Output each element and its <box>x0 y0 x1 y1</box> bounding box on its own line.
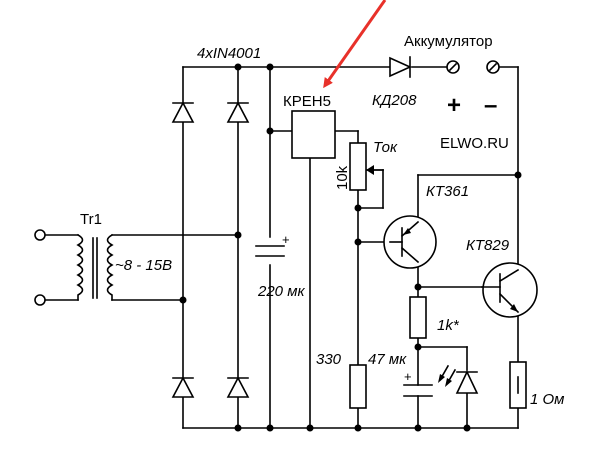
capacitor-small: + <box>403 369 433 397</box>
label-voltage: ~8 - 15В <box>115 257 172 274</box>
label-site: ELWO.RU <box>440 135 509 152</box>
label-cap-small: 47 мк <box>368 351 407 368</box>
wires <box>44 66 519 429</box>
label-diode-kd208: КД208 <box>372 92 417 109</box>
label-kt361: КТ361 <box>426 183 469 200</box>
diode-d1 <box>171 101 195 123</box>
potentiometer <box>349 142 384 191</box>
resistor-330 <box>349 364 367 409</box>
transistor-kt361 <box>383 215 437 269</box>
label-diode-bridge: 4xIN4001 <box>197 45 261 62</box>
led <box>438 364 479 394</box>
diode-d3 <box>171 376 195 398</box>
label-current: Ток <box>373 139 398 156</box>
transformer <box>34 229 114 306</box>
diode-bridge <box>171 101 250 398</box>
cap-main-plus: + <box>282 232 290 247</box>
label-plus: + <box>447 92 461 119</box>
red-pointer-arrow <box>323 0 387 89</box>
label-r330: 330 <box>316 351 342 368</box>
diode-kd208 <box>389 56 412 78</box>
cap-small-plus: + <box>404 369 412 384</box>
battery-terminal-minus <box>486 60 500 74</box>
capacitor-main: + <box>255 232 290 257</box>
regulator-box <box>291 110 336 159</box>
transistor-kt829 <box>481 262 538 318</box>
label-minus: – <box>484 92 497 119</box>
label-r1k: 1k* <box>437 317 460 334</box>
label-regulator: КРЕН5 <box>283 93 331 110</box>
label-cap-main: 220 мк <box>257 283 305 300</box>
junction-dots <box>179 63 522 432</box>
resistor-1ohm <box>509 361 527 409</box>
label-r1ohm: 1 Ом <box>530 391 564 408</box>
label-pot-value: 10k <box>334 165 351 190</box>
label-battery: Аккумулятор <box>404 33 493 50</box>
label-transformer: Tr1 <box>80 211 102 228</box>
label-kt829: КТ829 <box>466 237 510 254</box>
diode-d4 <box>226 376 250 398</box>
battery-terminal-plus <box>446 60 460 74</box>
resistor-1k <box>409 296 427 339</box>
diode-d2 <box>226 101 250 123</box>
